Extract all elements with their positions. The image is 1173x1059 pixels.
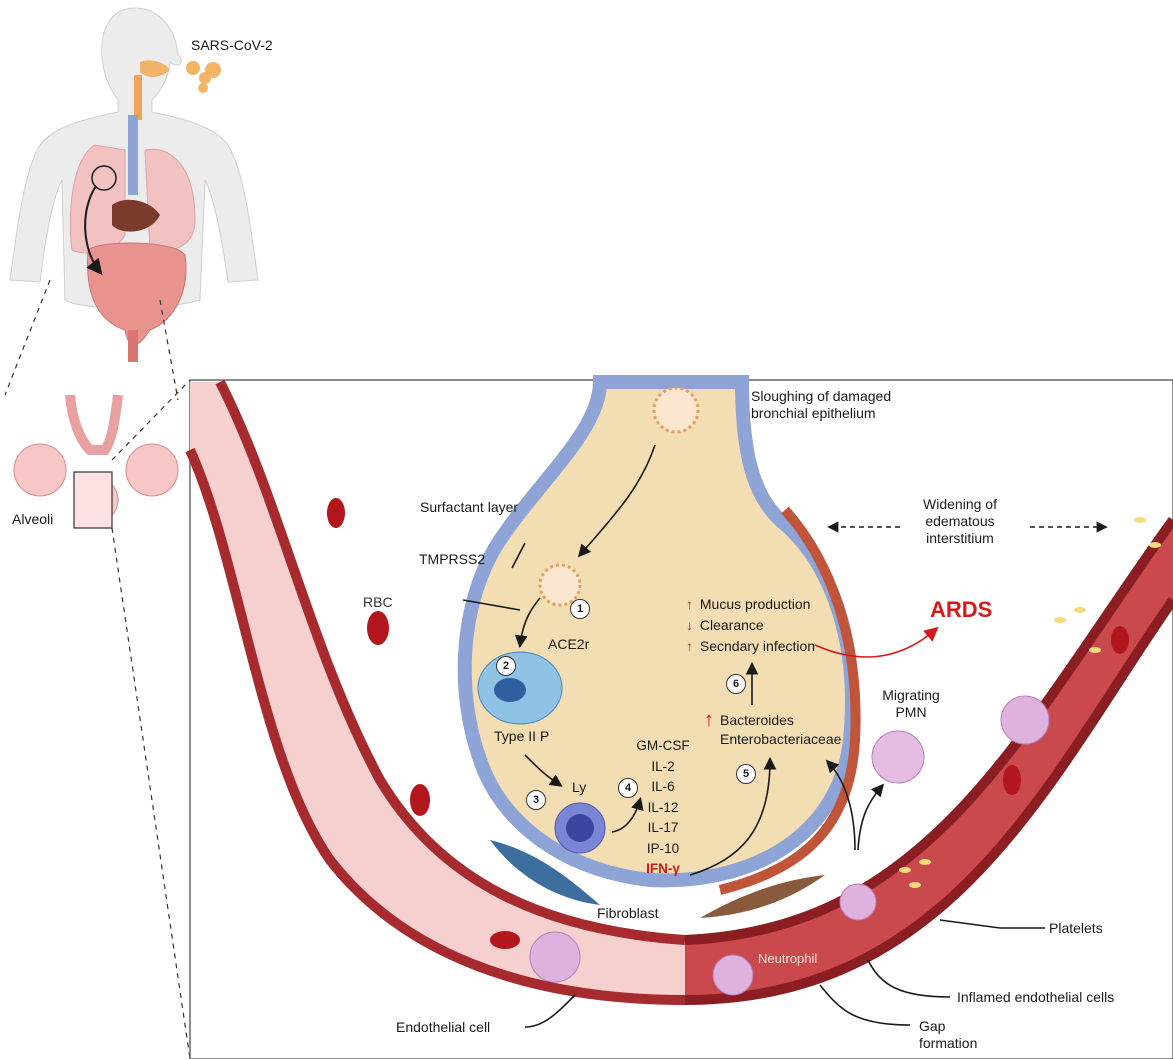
- bacteria-item: Bacteroides: [720, 711, 841, 730]
- effect-item: ↑ Mucus production: [686, 594, 815, 615]
- effect-text: Secndary infection: [700, 638, 815, 654]
- rbc-label: RBC: [363, 594, 393, 611]
- effect-item: ↑ Secndary infection: [686, 636, 815, 657]
- zoom-guides: [5, 280, 190, 1059]
- ards-label: ARDS: [930, 597, 992, 623]
- neutrophil-label: Neutrophil: [758, 951, 817, 966]
- alveoli-illustration: [14, 395, 178, 528]
- step-5-badge: 5: [736, 764, 756, 784]
- virus-label: SARS-CoV-2: [191, 37, 273, 54]
- bacteria-list: ↑ Bacteroides Enterobacteriaceae: [706, 711, 841, 749]
- step-2-badge: 2: [496, 656, 516, 676]
- alveoli-label: Alveoli: [12, 511, 53, 528]
- effect-arrow: ↑: [686, 636, 696, 657]
- sloughing-label: Sloughing of damaged bronchial epitheliu…: [751, 388, 891, 422]
- neutrophil-cell: [530, 932, 580, 982]
- migrating-pmn-cell: [872, 731, 924, 783]
- effect-text: Clearance: [700, 617, 764, 633]
- step-1-badge: 1: [570, 599, 590, 619]
- cytokine-item: IP-10: [628, 839, 698, 860]
- surfactant-label: Surfactant layer: [420, 499, 518, 516]
- step-3-badge: 3: [526, 790, 546, 810]
- type2p-label: Type II P: [494, 728, 549, 745]
- cytokine-item: IL-17: [628, 818, 698, 839]
- step-6-badge: 6: [726, 674, 746, 694]
- cytokine-item: IL-6: [628, 777, 698, 798]
- inflamed-endothelial-label: Inflamed endothelial cells: [957, 989, 1114, 1006]
- widening-label: Widening of edematous interstitium: [905, 496, 1015, 547]
- gap-formation-label: Gap formation: [919, 1018, 977, 1052]
- effects-list: ↑ Mucus production ↓ Clearance ↑ Secndar…: [686, 594, 815, 657]
- bacteria-item: Enterobacteriaceae: [720, 730, 841, 749]
- cytokine-item: IL-12: [628, 798, 698, 819]
- migrating-pmn-label: Migrating PMN: [876, 687, 946, 721]
- platelets-label: Platelets: [1049, 920, 1103, 937]
- step-4-badge: 4: [618, 778, 638, 798]
- cytokine-ifn-gamma: IFN-γ: [628, 859, 698, 880]
- effect-arrow: ↓: [686, 615, 696, 636]
- tmprss2-label: TMPRSS2: [419, 551, 485, 568]
- ace2r-label: ACE2r: [548, 636, 589, 653]
- effect-text: Mucus production: [700, 596, 811, 612]
- bacteria-arrow: ↑: [704, 711, 714, 730]
- cytokine-item: GM-CSF: [628, 736, 698, 757]
- effect-arrow: ↑: [686, 594, 696, 615]
- cytokine-list: GM-CSF IL-2 IL-6 IL-12 IL-17 IP-10 IFN-γ: [628, 736, 698, 880]
- effect-item: ↓ Clearance: [686, 615, 815, 636]
- cytokine-item: IL-2: [628, 757, 698, 778]
- ly-label: Ly: [572, 779, 586, 796]
- endothelial-cell-label: Endothelial cell: [396, 1019, 490, 1036]
- human-body-illustration: [10, 8, 258, 362]
- fibroblast-label: Fibroblast: [597, 905, 658, 922]
